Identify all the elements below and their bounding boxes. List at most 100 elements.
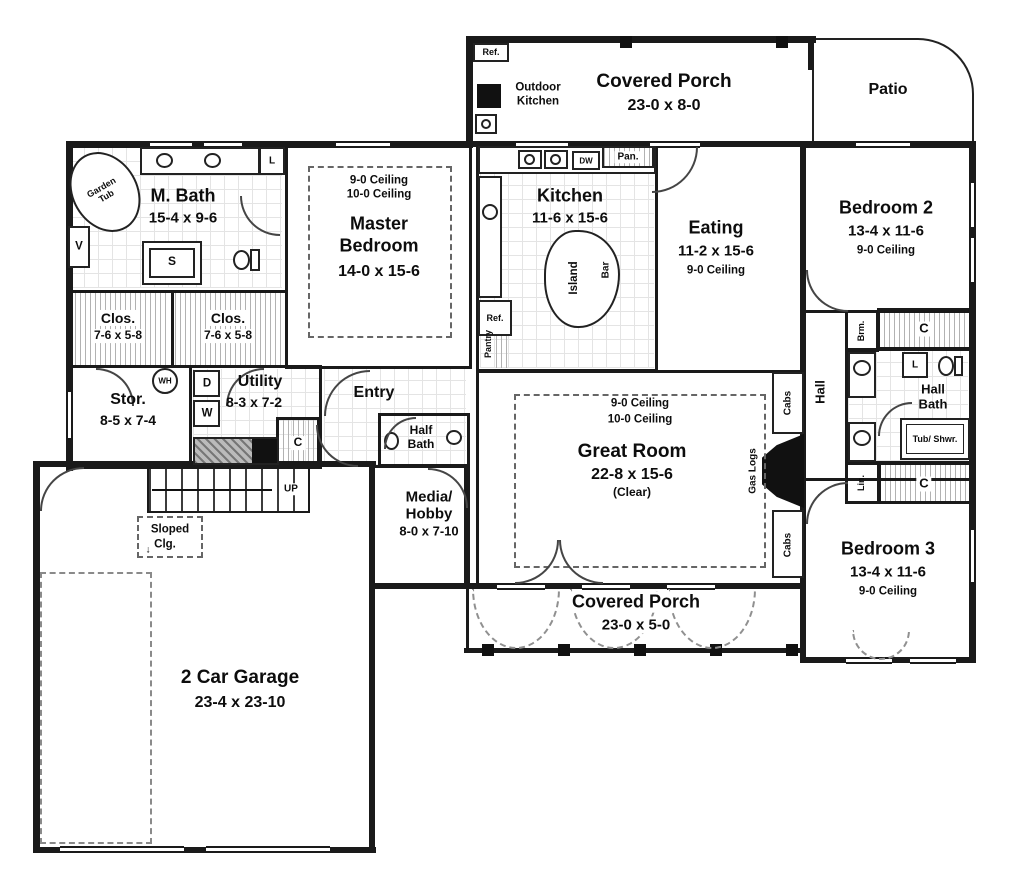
sloped-ceiling-outline <box>137 516 203 558</box>
washer-label: W <box>201 407 213 420</box>
closet-right-dims: 7-6 x 5-8 <box>200 328 256 343</box>
closet-left-dims: 7-6 x 5-8 <box>90 328 146 343</box>
mbath-vanity-niche <box>68 226 90 268</box>
porch-column <box>558 644 570 656</box>
window <box>969 238 976 282</box>
sloped-label-2: Clg. <box>154 538 176 551</box>
closet-right-shelving <box>175 293 283 365</box>
cabs-upper-label: Cabs <box>782 390 794 416</box>
wall <box>369 583 470 589</box>
bedroom2-ceiling: 9-0 Ceiling <box>856 244 916 257</box>
toilet-tank <box>250 249 260 271</box>
outdoor-sink-basin <box>481 119 491 129</box>
closet-left-label: Clos. <box>97 309 139 327</box>
hall-closet-upper-label: C <box>916 321 932 337</box>
garage-door <box>206 846 330 853</box>
hall-closet-lower-label: C <box>916 476 932 492</box>
media-label-1: Media/ <box>405 488 453 506</box>
dryer-label: D <box>202 377 212 390</box>
mbath-linen-label: L <box>268 155 276 167</box>
mbath-label: M. Bath <box>150 185 216 206</box>
kitchen-counter-left <box>478 176 502 298</box>
wall <box>466 589 469 651</box>
hallbath-label-1: Hall <box>921 381 945 397</box>
pantry-cab-label: Pan. <box>614 151 642 163</box>
linen-label: Lin. <box>856 475 866 491</box>
media-label-2: Hobby <box>405 505 453 523</box>
porch-column <box>776 36 788 48</box>
shower-pan <box>149 248 195 278</box>
porch-column <box>634 644 646 656</box>
dishwasher-label: DW <box>579 156 593 166</box>
sink <box>853 430 871 446</box>
window <box>969 530 976 582</box>
master-label-2: Bedroom <box>339 235 419 256</box>
bedroom3-dims: 13-4 x 11-6 <box>850 563 926 581</box>
stairs-up-label: UP <box>281 483 301 495</box>
covered-porch-bottom-label: Covered Porch <box>568 591 704 613</box>
sink-basin <box>524 154 535 165</box>
cabinets-lower <box>772 510 804 578</box>
sink-basin <box>550 154 561 165</box>
window <box>910 657 956 664</box>
hallbath-label-2: Bath <box>918 396 948 412</box>
porch-column <box>786 644 798 656</box>
water-heater-label: WH <box>158 376 172 386</box>
garage-door <box>60 846 184 853</box>
sink <box>156 153 173 168</box>
outdoor-refrigerator <box>473 43 509 62</box>
mbath-vanity-label: V <box>75 240 83 253</box>
mbath-linen-cabinet <box>259 147 285 175</box>
master-dims: 14-0 x 15-6 <box>338 262 420 280</box>
gas-logs-label: Gas Logs <box>747 448 759 494</box>
patio-label: Patio <box>868 80 908 98</box>
sloped-label-1: Sloped <box>150 523 190 536</box>
covered-porch-bottom-dims: 23-0 x 5-0 <box>598 616 674 634</box>
porch-column <box>482 644 494 656</box>
sink <box>204 153 221 168</box>
master-label-1: Master <box>349 213 409 234</box>
media-dims: 8-0 x 7-10 <box>399 523 459 539</box>
covered-porch-top-label: Covered Porch <box>596 71 732 93</box>
utility-sink <box>252 439 277 463</box>
bar-label: Bar <box>600 261 612 279</box>
entry-label: Entry <box>353 383 395 401</box>
outdoor-kitchen-label-1: Outdoor <box>515 81 561 94</box>
wall <box>66 141 73 471</box>
master-ceiling-outline <box>308 166 452 338</box>
outdoor-kitchen-label-2: Kitchen <box>516 95 560 108</box>
greatroom-ceiling-outline <box>514 394 766 568</box>
greatroom-ceiling-1: 9-0 Ceiling <box>607 397 673 411</box>
garage-storage-bay <box>40 572 152 844</box>
hall-linen-cabinet <box>902 352 928 378</box>
door-swing <box>652 147 698 193</box>
greatroom-dims: 22-8 x 15-6 <box>591 465 673 483</box>
bedroom2-label: Bedroom 2 <box>838 197 934 218</box>
wall <box>969 141 976 663</box>
covered-porch-top-dims: 23-0 x 8-0 <box>627 96 701 114</box>
hall-linen-label: L <box>911 359 919 371</box>
island-label: Island <box>568 261 580 295</box>
wall <box>466 36 473 148</box>
sloped-arrow-icon: ↓ <box>145 544 151 556</box>
window <box>846 657 892 664</box>
pantry-label: Pantry <box>483 329 493 359</box>
mbath-dims: 15-4 x 9-6 <box>148 209 218 227</box>
wall <box>33 461 40 853</box>
greatroom-label: Great Room <box>577 441 687 463</box>
wall <box>33 847 376 853</box>
greatroom-note: (Clear) <box>612 485 652 500</box>
window <box>66 392 73 438</box>
door-swing <box>40 467 84 511</box>
porch-arch <box>472 589 560 649</box>
kitchen-ref-label: Ref. <box>486 312 504 323</box>
toilet-tank <box>954 356 963 376</box>
dishwasher-box <box>572 151 600 170</box>
wall <box>464 465 470 589</box>
eating-dims: 11-2 x 15-6 <box>678 242 754 260</box>
utility-dims: 8-3 x 7-2 <box>225 393 283 410</box>
half-bath-label-1: Half <box>409 423 433 438</box>
half-bath-label-2: Bath <box>407 437 435 452</box>
greatroom-ceiling-2: 10-0 Ceiling <box>604 413 676 427</box>
